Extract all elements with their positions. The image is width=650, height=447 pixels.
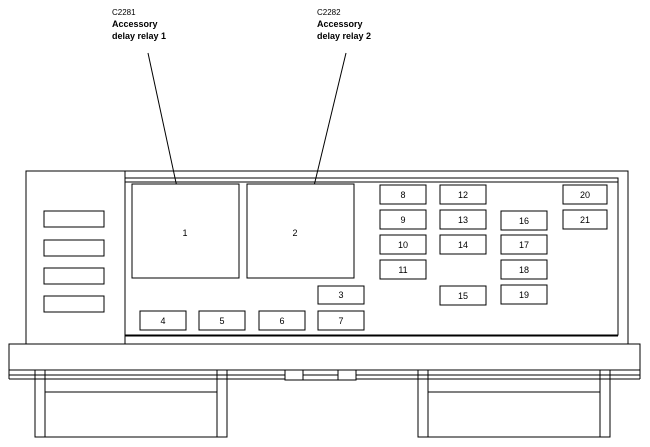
- relay-2: 2: [246, 183, 355, 279]
- fuse-5-label: 5: [219, 316, 224, 326]
- fuse-12: 12: [439, 184, 487, 205]
- callout-2-code: C2282: [317, 8, 341, 17]
- callout-2-name-line1: Accessory: [317, 19, 363, 29]
- fuse-10-label: 10: [398, 240, 408, 250]
- relay-2-label: 2: [292, 228, 297, 238]
- fuse-5: 5: [198, 310, 246, 331]
- fuse-4-label: 4: [160, 316, 165, 326]
- fuse-19-label: 19: [519, 290, 529, 300]
- fuse-12-label: 12: [458, 190, 468, 200]
- side-slot: [43, 239, 105, 257]
- relay-1-label: 1: [182, 228, 187, 238]
- side-slot: [43, 295, 105, 313]
- callout-2-name-line2: delay relay 2: [317, 31, 371, 41]
- fuse-8-label: 8: [400, 190, 405, 200]
- fuse-18-label: 18: [519, 265, 529, 275]
- fuse-17: 17: [500, 234, 548, 255]
- fuse-18: 18: [500, 259, 548, 280]
- fuse-11: 11: [379, 259, 427, 280]
- right-mounting-bracket: [417, 369, 611, 438]
- fuse-15-label: 15: [458, 291, 468, 301]
- fuse-20-label: 20: [580, 190, 590, 200]
- fuse-16: 16: [500, 210, 548, 231]
- fuse-17-label: 17: [519, 240, 529, 250]
- fuse-20: 20: [562, 184, 608, 205]
- fuse-9-label: 9: [400, 215, 405, 225]
- side-slot: [43, 210, 105, 228]
- panel-inner-frame: [124, 177, 619, 336]
- fuse-7: 7: [317, 310, 365, 331]
- fuse-3-label: 3: [338, 290, 343, 300]
- base-plate: [8, 343, 641, 371]
- fuse-19: 19: [500, 284, 548, 305]
- callout-1-name-line1: Accessory: [112, 19, 158, 29]
- fuse-14: 14: [439, 234, 487, 255]
- callout-1-name-line2: delay relay 1: [112, 31, 166, 41]
- fuse-7-label: 7: [338, 316, 343, 326]
- left-mounting-bracket: [34, 369, 228, 438]
- fuse-13: 13: [439, 209, 487, 230]
- callout-1-code: C2281: [112, 8, 136, 17]
- fuse-13-label: 13: [458, 215, 468, 225]
- mounting-base: [8, 343, 641, 438]
- fuse-9: 9: [379, 209, 427, 230]
- fuse-16-label: 16: [519, 216, 529, 226]
- side-slot: [43, 267, 105, 285]
- fuse-11-label: 11: [398, 265, 407, 275]
- fuse-14-label: 14: [458, 240, 468, 250]
- fuse-6: 6: [258, 310, 306, 331]
- fuse-8: 8: [379, 184, 427, 205]
- fuse-3: 3: [317, 285, 365, 305]
- fuse-10: 10: [379, 234, 427, 255]
- fuse-6-label: 6: [279, 316, 284, 326]
- fuse-21: 21: [562, 209, 608, 230]
- fuse-21-label: 21: [580, 215, 590, 225]
- fuse-15: 15: [439, 285, 487, 306]
- fuse-4: 4: [139, 310, 187, 331]
- relay-1: 1: [131, 183, 240, 279]
